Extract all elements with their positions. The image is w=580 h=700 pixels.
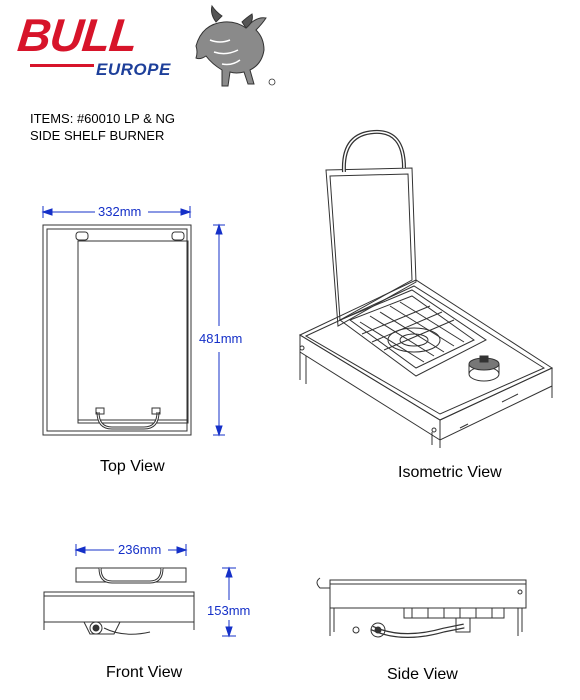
brand-region-text: EUROPE: [96, 60, 171, 79]
product-info: ITEMS: #60010 LP & NG SIDE SHELF BURNER: [30, 110, 175, 144]
front-view-width-dimension: 236mm: [118, 542, 162, 557]
side-view-caption: Side View: [387, 666, 458, 683]
top-view-caption: Top View: [100, 458, 165, 475]
items-line: ITEMS: #60010 LP & NG: [30, 111, 175, 126]
front-view-caption: Front View: [106, 664, 183, 681]
top-view-width-dimension: 332mm: [98, 204, 142, 219]
product-title: SIDE SHELF BURNER: [30, 128, 165, 143]
front-view-height-dimension: 153mm: [207, 603, 251, 618]
isometric-view-caption: Isometric View: [398, 464, 502, 481]
top-view-depth-dimension: 481mm: [199, 331, 243, 346]
brand-logo-bar: [30, 64, 94, 67]
